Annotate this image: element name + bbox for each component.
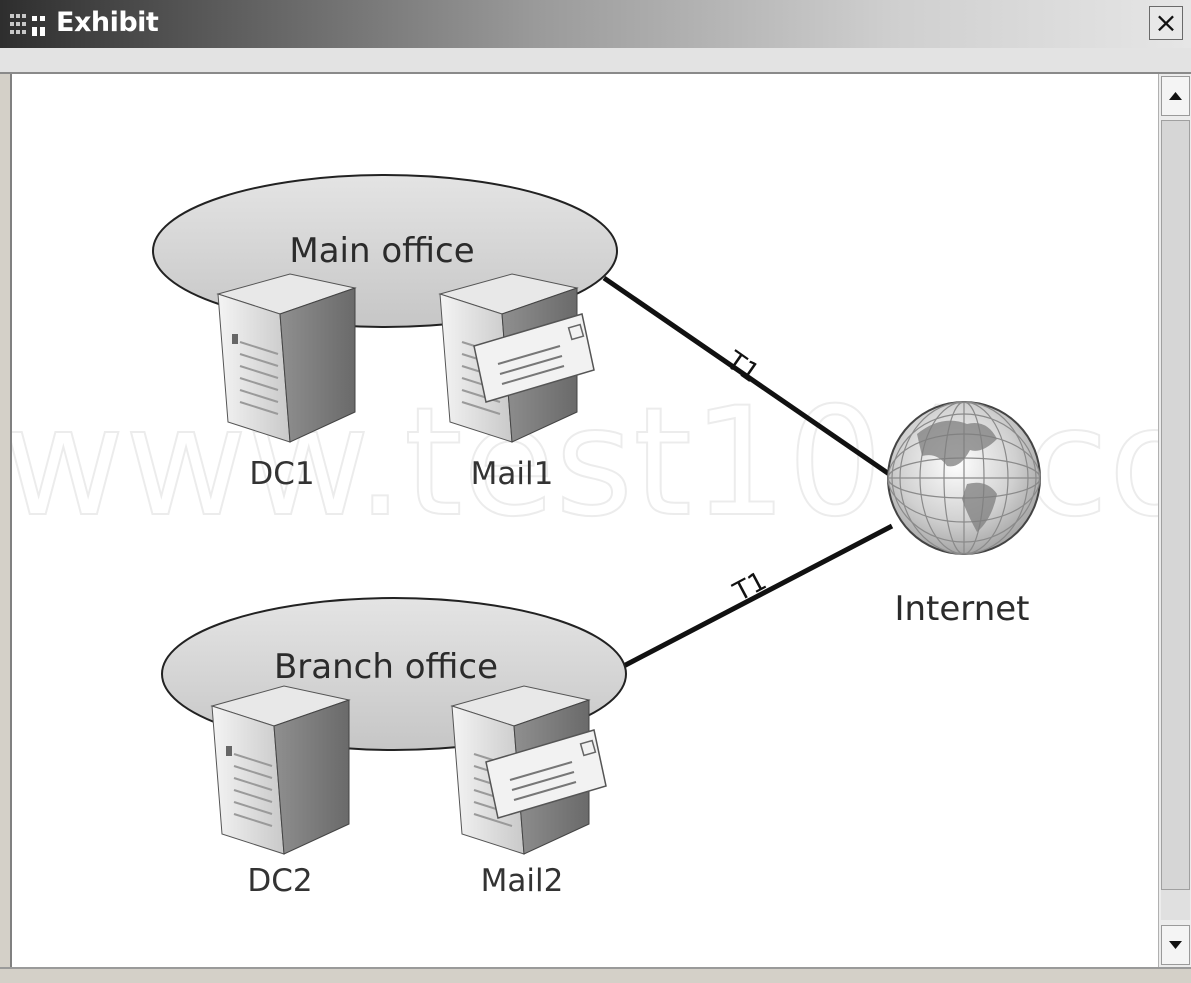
internet-label: Internet — [894, 589, 1029, 629]
mail-envelope-icon — [473, 313, 595, 403]
server-label-dc2: DC2 — [247, 863, 312, 899]
server-label-mail1: Mail1 — [471, 456, 554, 492]
link-label-branch: T1 — [728, 566, 772, 608]
vertical-scrollbar[interactable] — [1158, 74, 1191, 967]
bottom-edge — [0, 967, 1191, 983]
exhibit-content: www.test104.com T1 T1 Main office — [10, 74, 1160, 967]
arrow-up-icon — [1169, 92, 1182, 100]
window-title: Exhibit — [56, 7, 159, 38]
scroll-up-button[interactable] — [1161, 76, 1190, 116]
close-icon: × — [1154, 6, 1178, 39]
scrollbar-thumb[interactable] — [1161, 120, 1190, 890]
server-dc1 — [216, 273, 357, 443]
title-bar[interactable]: Exhibit × — [0, 0, 1191, 48]
globe-icon — [887, 401, 1041, 555]
toolbar-strip — [0, 48, 1191, 74]
server-dc2 — [210, 685, 351, 855]
site-label-branch: Branch office — [274, 647, 498, 687]
arrow-down-icon — [1169, 941, 1182, 949]
close-button[interactable]: × — [1149, 6, 1183, 40]
server-mail1 — [438, 273, 595, 443]
site-label-main: Main office — [289, 231, 474, 271]
server-mail2 — [450, 685, 607, 855]
scroll-down-button[interactable] — [1161, 925, 1190, 965]
server-label-dc1: DC1 — [249, 456, 314, 492]
server-label-mail2: Mail2 — [481, 863, 564, 899]
mail-envelope-icon — [485, 729, 607, 819]
window-grip-icon — [10, 14, 45, 36]
network-diagram: www.test104.com T1 T1 Main office — [12, 174, 1160, 899]
